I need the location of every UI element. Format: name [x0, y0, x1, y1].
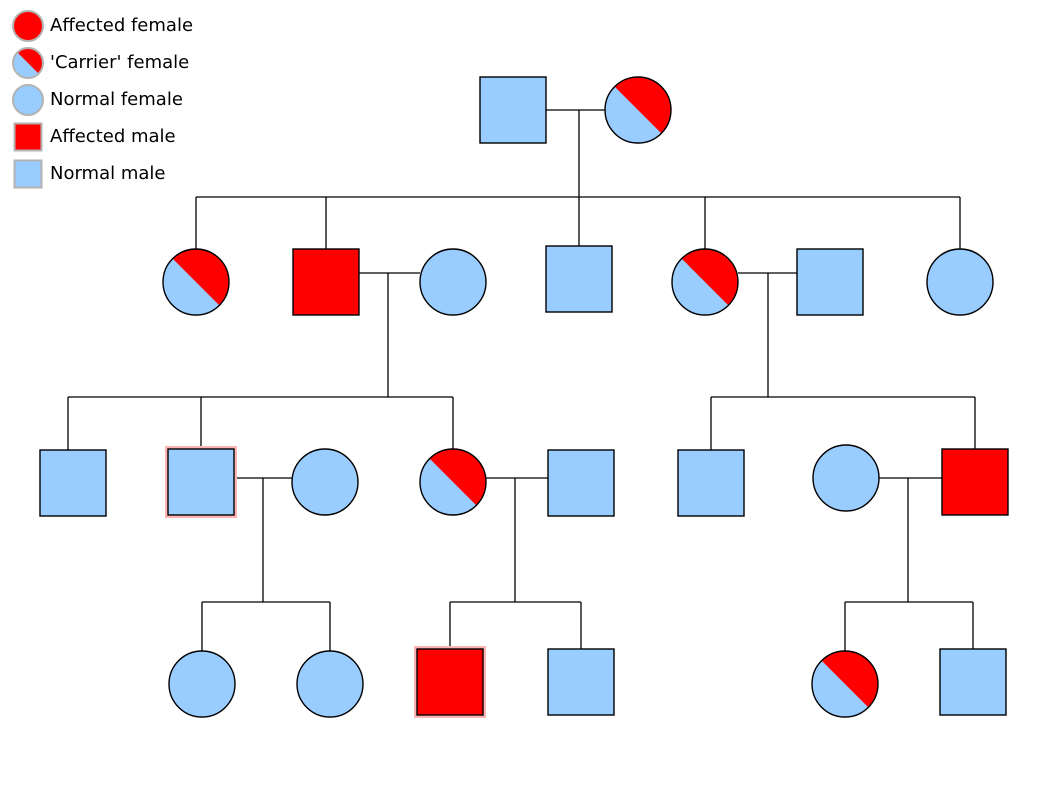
person-III-4-carrier-female — [419, 448, 487, 516]
person-III-2-normal-male — [165, 446, 237, 518]
legend-label-normal-male: Normal male — [50, 163, 166, 184]
person-III-6-normal-male — [677, 449, 745, 517]
normal-male-legend-glyph — [13, 159, 43, 188]
affected-male-legend-glyph — [13, 122, 43, 151]
person-IV-3-affected-male — [414, 646, 486, 718]
normal-female-icon — [10, 82, 46, 118]
carrier-female-legend-glyph — [12, 46, 44, 79]
carrier-female-icon — [10, 45, 46, 81]
person-III-8-affected-male — [941, 448, 1009, 516]
person-IV-4-normal-male — [547, 648, 615, 716]
legend-item-normal-female: Normal female — [10, 81, 193, 118]
person-IV-6-normal-male — [939, 648, 1007, 716]
person-I-2-carrier-female — [604, 76, 672, 144]
legend-label-carrier-female: 'Carrier' female — [50, 52, 190, 73]
person-II-7-normal-female — [926, 248, 994, 316]
person-IV-2-normal-female — [296, 650, 364, 718]
glyph-carrier-female — [12, 46, 44, 79]
person-III-3-normal-female — [291, 448, 359, 516]
person-III-1-normal-male — [39, 449, 107, 517]
person-II-3-normal-female — [419, 248, 487, 316]
person-II-1-carrier-female — [162, 248, 230, 316]
person-I-1-normal-male — [479, 76, 547, 144]
person-II-2-affected-male — [292, 248, 360, 316]
person-II-4-normal-male — [545, 245, 613, 313]
affected-female-legend-glyph — [12, 9, 44, 42]
normal-female-legend-glyph — [12, 83, 44, 116]
person-IV-1-normal-female — [168, 650, 236, 718]
person-IV-5-carrier-female — [811, 650, 879, 718]
affected-male-icon — [10, 119, 46, 155]
person-II-6-normal-male — [796, 248, 864, 316]
legend: Affected female 'Carrier' female Normal … — [10, 7, 193, 192]
legend-item-affected-female: Affected female — [10, 7, 193, 44]
glyph-affected-female — [12, 9, 44, 42]
person-II-5-carrier-female — [671, 248, 739, 316]
person-III-7-normal-female — [812, 444, 880, 512]
legend-label-affected-male: Affected male — [50, 126, 176, 147]
legend-item-carrier-female: 'Carrier' female — [10, 44, 193, 81]
legend-label-affected-female: Affected female — [50, 15, 194, 36]
legend-item-affected-male: Affected male — [10, 118, 193, 155]
legend-label-normal-female: Normal female — [50, 89, 183, 110]
person-III-5-normal-male — [547, 449, 615, 517]
legend-item-normal-male: Normal male — [10, 155, 193, 192]
affected-female-icon — [10, 8, 46, 44]
glyph-affected-male — [13, 122, 43, 151]
glyph-normal-male — [13, 159, 43, 188]
glyph-normal-female — [12, 83, 44, 116]
normal-male-icon — [10, 156, 46, 192]
